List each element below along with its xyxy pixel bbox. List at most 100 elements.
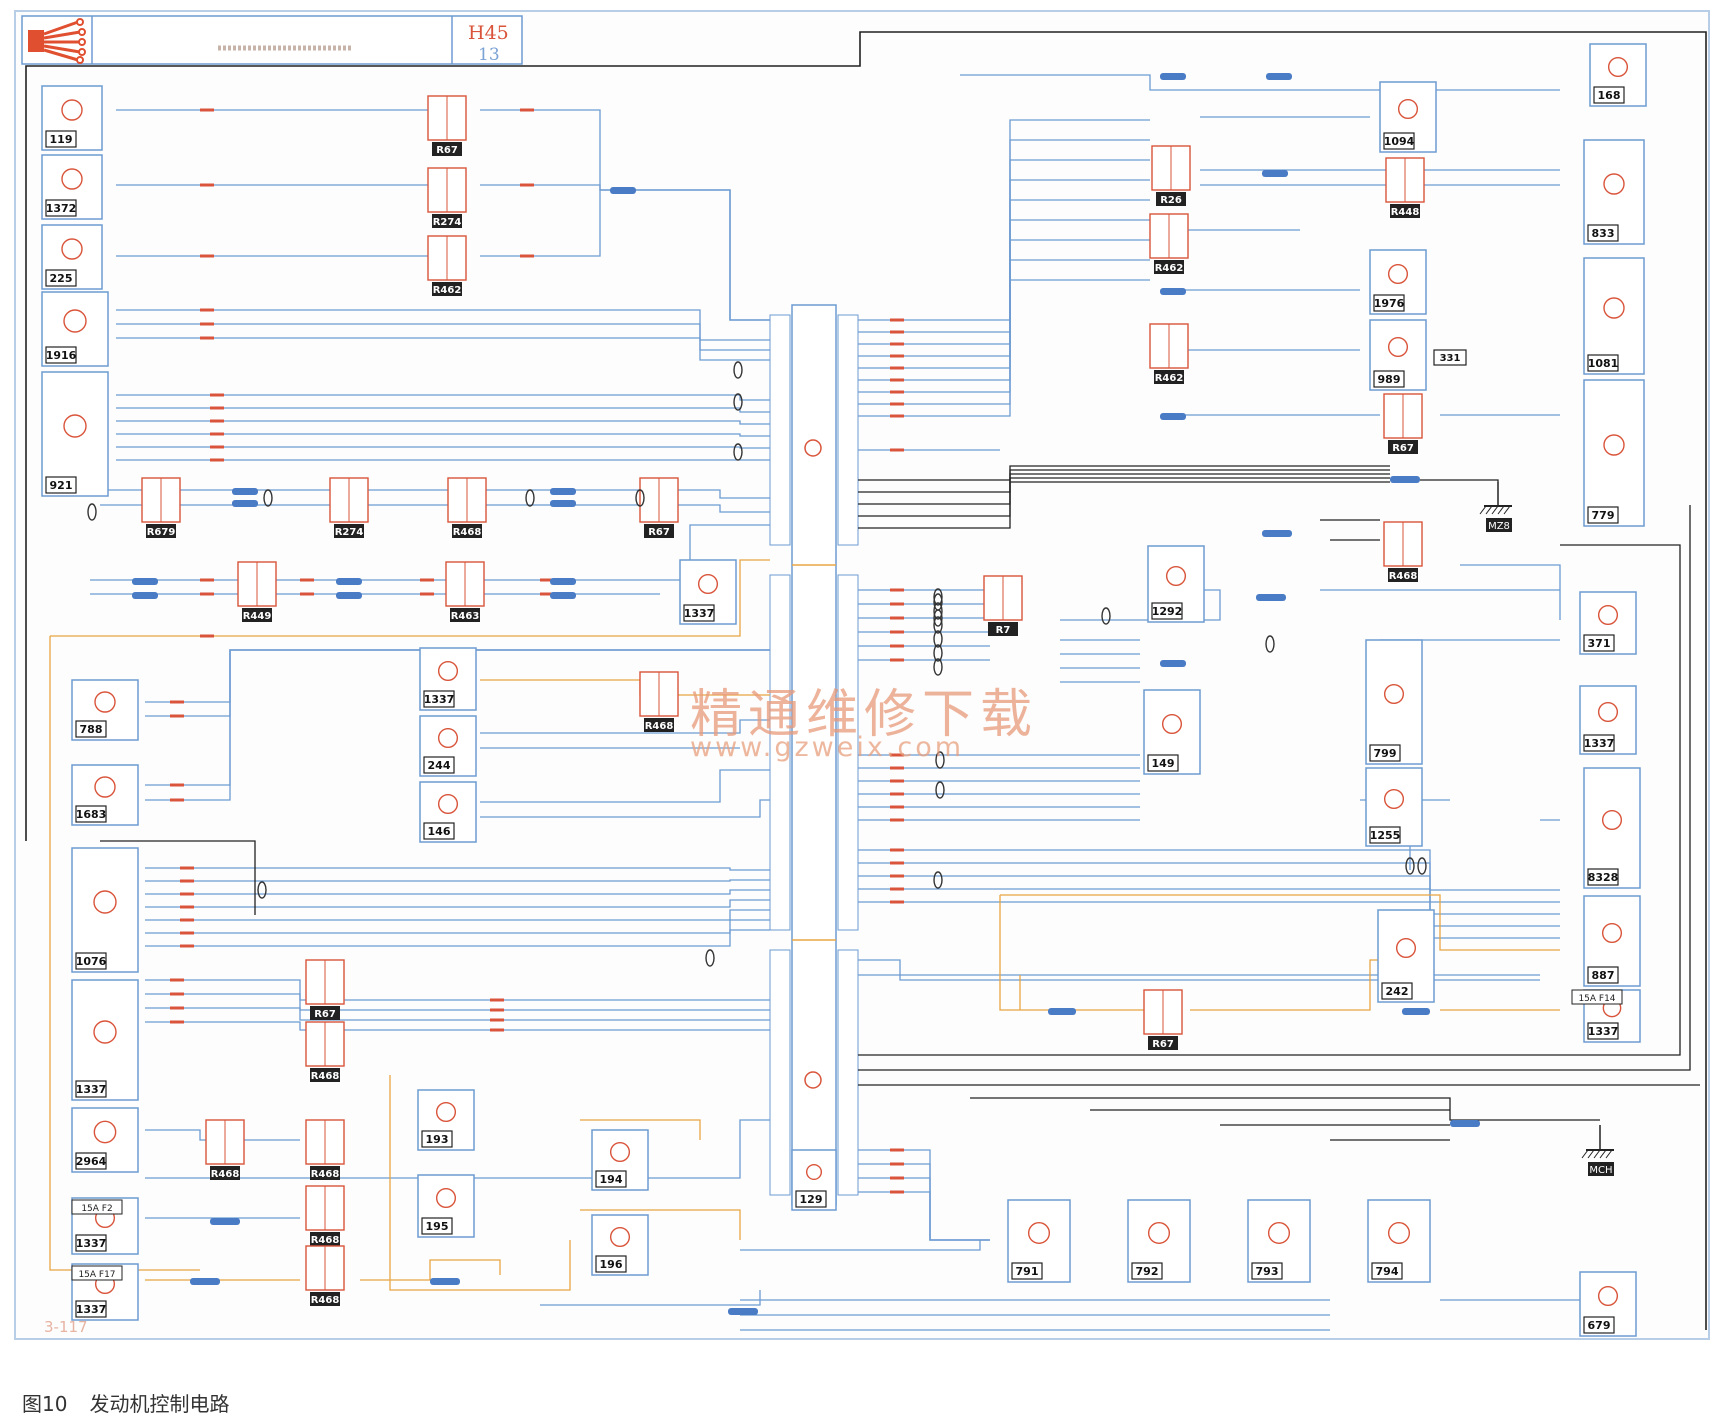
connector-label: R468: [1389, 571, 1418, 582]
wire: [999, 895, 1150, 1011]
connector-label-box: [1388, 440, 1418, 454]
wire: [1000, 894, 1560, 951]
component-label: 989: [1378, 373, 1401, 386]
component-label: 244: [428, 759, 451, 772]
splice-can-c: [550, 488, 576, 495]
splice-ground-mz8: [1390, 476, 1420, 483]
wires-layer: [49, 74, 1700, 1331]
connector-r67-lower: R67: [305, 959, 345, 1020]
splice-1976: [1160, 288, 1186, 295]
component-label-box: [1583, 634, 1615, 652]
connector-r468-center: R468: [639, 671, 679, 732]
component-symbol-icon: [94, 776, 116, 798]
connector-label-box: [1388, 568, 1418, 582]
twisted-pair-marker: [257, 881, 267, 899]
component-symbol-icon: [1601, 922, 1623, 944]
twisted-pair-marker: [733, 361, 743, 379]
component-1076: 1076: [71, 847, 139, 973]
component-label: 1372: [46, 202, 77, 215]
component-symbol-icon: [805, 1163, 823, 1181]
component-label: 195: [426, 1220, 449, 1233]
component-label: 194: [600, 1173, 623, 1186]
component-label-box: [1587, 966, 1619, 984]
connector-label-box: [334, 524, 364, 538]
component-1337-right: 1337: [1579, 685, 1637, 755]
component-label: 149: [1152, 757, 1175, 770]
splice-can-j: [550, 592, 576, 599]
component-symbol-icon: [437, 660, 459, 682]
connector-label: R462: [1155, 373, 1184, 384]
connector-r679: R679: [141, 477, 181, 538]
component-box: [71, 979, 139, 1101]
twisted-pair-marker: [733, 393, 743, 411]
component-label: 331: [1440, 353, 1461, 364]
splice-r67: [1160, 413, 1186, 420]
component-1372: 1372: [41, 154, 103, 220]
component-symbol-icon: [1395, 937, 1417, 959]
component-label-box: [1587, 1022, 1619, 1040]
diagram-frame: [14, 10, 1710, 1340]
component-label-box: [1131, 1262, 1163, 1280]
component-193: 193: [417, 1089, 475, 1151]
wire: [858, 477, 1390, 517]
wire: [1420, 479, 1499, 482]
component-196: 196: [591, 1214, 649, 1276]
component-label-box: [1147, 754, 1179, 772]
wire: [145, 1007, 770, 1021]
connector-r67-top: R67: [427, 95, 467, 156]
splice-can-e: [132, 578, 158, 585]
component-1337-lower-left: 1337: [71, 979, 139, 1101]
twisted-pair-marker: [525, 489, 535, 507]
twisted-pair-marker: [1417, 857, 1427, 875]
connector-label-box: [310, 1006, 340, 1020]
wire: [480, 109, 770, 321]
component-symbol-icon: [93, 1020, 117, 1044]
splice-ap17-a: [190, 1278, 220, 1285]
component-symbol-icon: [1267, 1221, 1291, 1245]
wire: [116, 407, 770, 413]
component-box: [1583, 767, 1641, 889]
connector-label: R462: [1155, 263, 1184, 274]
splice-ap17-b: [430, 1278, 460, 1285]
wire: [580, 1119, 701, 1140]
wire: [858, 1163, 990, 1241]
component-label: 1337: [76, 1083, 107, 1096]
connector-label-box: [310, 1232, 340, 1246]
component-box: [1583, 379, 1645, 527]
wire: [145, 929, 770, 947]
component-symbol-icon: [1387, 263, 1409, 285]
component-symbol-icon: [1027, 1221, 1051, 1245]
connector-label: R468: [311, 1295, 340, 1306]
wire: [858, 139, 1150, 333]
wire: [858, 849, 1560, 891]
component-1094: 1094: [1379, 81, 1437, 153]
wire: [116, 433, 770, 437]
component-799: 799: [1365, 639, 1423, 765]
component-label: 8328: [1588, 871, 1619, 884]
component-1081: 1081: [1583, 257, 1645, 375]
component-label: 799: [1374, 747, 1397, 760]
component-label: 1081: [1588, 357, 1619, 370]
wire: [116, 323, 770, 351]
component-887: 887: [1583, 895, 1641, 987]
connector-r468-right: R468: [1383, 521, 1423, 582]
splice-r26: [1262, 170, 1288, 177]
connector-label: R468: [211, 1169, 240, 1180]
component-label: 833: [1592, 227, 1615, 240]
wire: [145, 919, 770, 934]
component-195: 195: [417, 1174, 475, 1238]
component-label-box: [75, 1080, 107, 1098]
component-label-box: [1251, 1262, 1283, 1280]
wire: [858, 505, 1691, 1071]
component-label: 1337: [684, 607, 715, 620]
wire: [145, 993, 770, 1011]
connector-label: R468: [453, 527, 482, 538]
twisted-pair-marker: [263, 489, 273, 507]
twisted-pair-marker: [933, 616, 943, 634]
component-label-box: [1381, 982, 1413, 1000]
component-label: 1916: [46, 349, 77, 362]
component-box: [41, 371, 109, 497]
component-label-box: [45, 346, 77, 364]
component-793: 793: [1247, 1199, 1311, 1283]
